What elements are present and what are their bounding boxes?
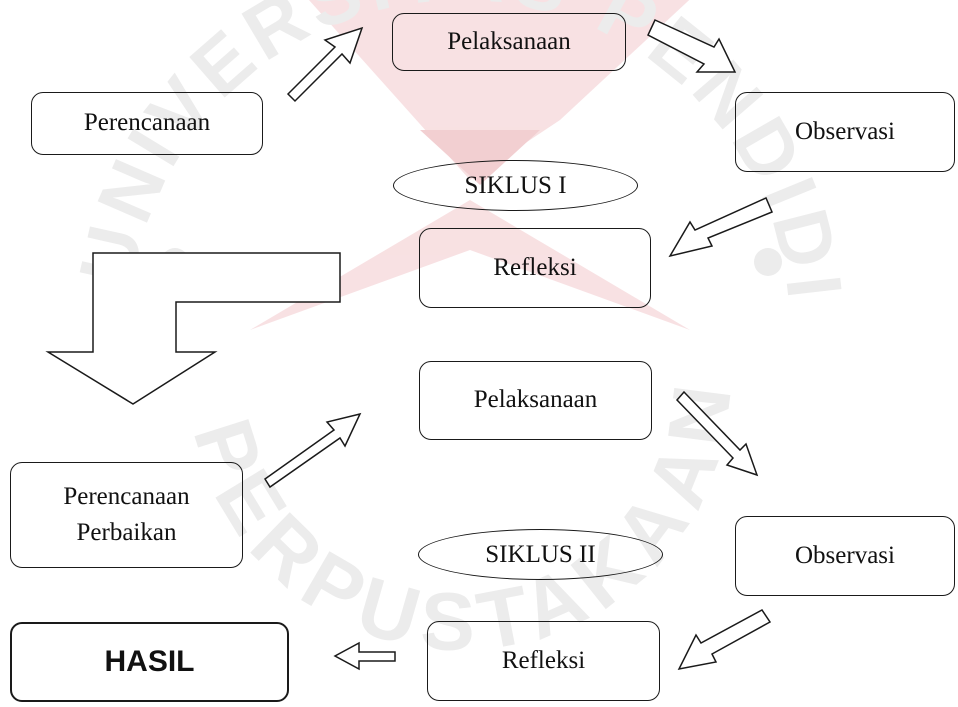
reflection-label-cycle1: Refleksi — [493, 253, 577, 281]
arrow-reflection-to-result — [333, 641, 396, 671]
observation-label-cycle2: Observasi — [795, 541, 895, 569]
planning-box-cycle1: Perencanaan — [31, 92, 263, 155]
action-box-cycle1: Pelaksanaan — [392, 13, 626, 71]
arrow-action-to-observation-1 — [647, 19, 737, 73]
seal-dot-right — [754, 248, 782, 276]
action-label-cycle1: Pelaksanaan — [447, 27, 571, 55]
action-box-cycle2: Pelaksanaan — [419, 361, 652, 440]
reflection-label-cycle2: Refleksi — [501, 646, 586, 674]
arrow-observation-to-reflection-2 — [677, 609, 772, 671]
arrow-planning-to-action-1 — [286, 26, 364, 103]
arrow-action-to-observation-2 — [675, 390, 759, 477]
observation-box-cycle1: Observasi — [735, 92, 955, 172]
cycle2-label-ellipse: SIKLUS II — [418, 529, 663, 580]
reflection-box-cycle1: Refleksi — [419, 228, 651, 308]
result-label: HASIL — [104, 645, 195, 679]
seal-emblem — [250, 0, 690, 330]
cycle1-label-ellipse: SIKLUS I — [393, 160, 638, 211]
reflection-box-cycle2: Refleksi — [427, 621, 660, 701]
observation-box-cycle2: Observasi — [735, 516, 955, 596]
improved-planning-box-cycle2: Perencanaan Perbaikan — [10, 462, 243, 568]
observation-label-cycle1: Observasi — [795, 117, 895, 145]
improved-planning-label-line1: Perencanaan — [63, 482, 190, 510]
arrow-cycle1-to-cycle2 — [45, 252, 341, 405]
result-box: HASIL — [10, 622, 289, 702]
action-label-cycle2: Pelaksanaan — [473, 386, 598, 414]
cycle2-label: SIKLUS II — [485, 540, 596, 568]
arrow-planning-to-action-2 — [263, 412, 362, 489]
planning-label-cycle1: Perencanaan — [83, 109, 211, 137]
arrow-observation-to-reflection-1 — [668, 197, 773, 258]
improved-planning-label-line2: Perbaikan — [76, 519, 177, 546]
cycle1-label: SIKLUS I — [464, 171, 567, 199]
